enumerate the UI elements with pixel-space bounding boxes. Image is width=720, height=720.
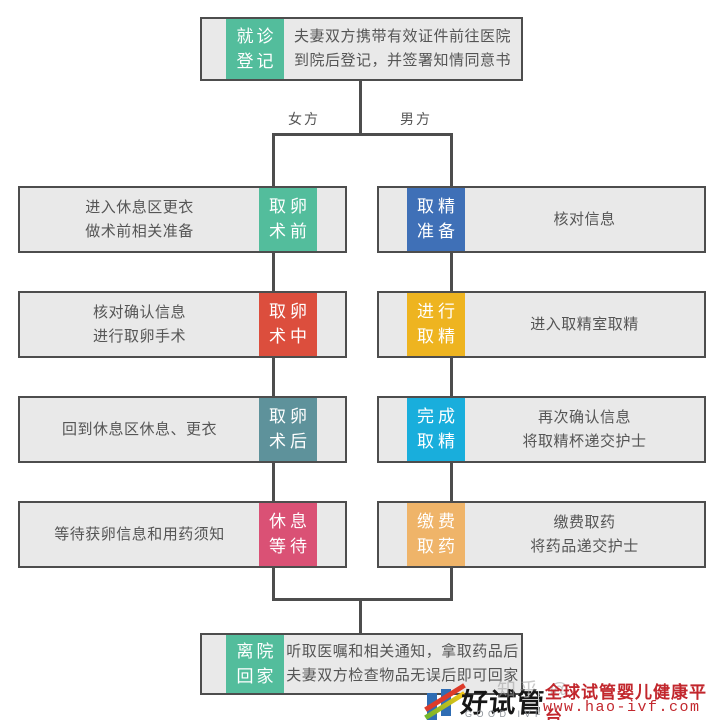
branch-label-male: 男方	[400, 111, 432, 127]
connector-line	[359, 81, 362, 134]
flow-box-registration: 就诊 登记 夫妻双方携带有效证件前往医院 到院后登记，并签署知情同意书	[200, 17, 523, 81]
step-desc: 等待获卵信息和用药须知	[54, 525, 225, 543]
step-desc: 核对信息	[553, 210, 616, 228]
good-ivf-logo-icon	[424, 683, 466, 720]
brand-subtitle: GOOD IVF	[465, 709, 546, 719]
step-tag: 进行 取精	[407, 293, 465, 356]
flow-box-egg-pre: 进入休息区更衣 做术前相关准备 取卵 术前	[18, 186, 347, 253]
connector-line	[359, 598, 362, 635]
step-tag: 取卵 术前	[259, 188, 317, 251]
step-desc: 核对确认信息 进行取卵手术	[92, 304, 186, 345]
flow-box-egg-mid: 核对确认信息 进行取卵手术 取卵 术中	[18, 291, 347, 358]
step-tag-discharge: 离院 回家	[226, 635, 284, 693]
tag-spacer	[317, 188, 345, 251]
connector-line	[450, 253, 453, 291]
step-desc: 进入取精室取精	[530, 315, 639, 333]
flow-box-discharge: 离院 回家 听取医嘱和相关通知，拿取药品后 夫妻双方检查物品无误后即可回家	[200, 633, 523, 695]
step-desc: 回到休息区休息、更衣	[61, 420, 217, 438]
step-tag: 完成 取精	[407, 398, 465, 461]
connector-line	[450, 133, 453, 186]
logo-divider	[538, 691, 539, 714]
connector-line	[272, 598, 453, 601]
connector-line	[272, 253, 275, 291]
tag-spacer	[379, 188, 407, 251]
tag-spacer	[317, 503, 345, 566]
flow-box-sperm-done: 完成 取精 再次确认信息 将取精杯递交护士	[377, 396, 706, 463]
step-tag: 取卵 术后	[259, 398, 317, 461]
step-tag-registration: 就诊 登记	[226, 19, 284, 79]
flow-box-rest-wait: 等待获卵信息和用药须知 休息 等待	[18, 501, 347, 568]
brand-slogan: 全球试管婴儿健康平台	[545, 683, 707, 720]
brand-url: www.hao-ivf.com	[543, 699, 701, 716]
tag-spacer	[379, 503, 407, 566]
step-desc-registration: 夫妻双方携带有效证件前往医院 到院后登记，并签署知情同意书	[293, 28, 511, 69]
zhihu-watermark: 知乎 @	[497, 680, 572, 701]
step-tag: 取卵 术中	[259, 293, 317, 356]
step-tag: 缴费 取药	[407, 503, 465, 566]
tag-spacer	[379, 398, 407, 461]
step-tag: 休息 等待	[259, 503, 317, 566]
flow-box-pay-medicine: 缴费 取药 缴费取药 将药品递交护士	[377, 501, 706, 568]
tag-spacer	[317, 398, 345, 461]
branch-label-female: 女方	[288, 111, 320, 127]
tag-spacer	[379, 293, 407, 356]
connector-line	[450, 568, 453, 600]
flow-box-egg-post: 回到休息区休息、更衣 取卵 术后	[18, 396, 347, 463]
connector-line	[450, 463, 453, 501]
connector-line	[272, 133, 453, 136]
flow-box-sperm-collect: 进行 取精 进入取精室取精	[377, 291, 706, 358]
step-desc-discharge: 听取医嘱和相关通知，拿取药品后 夫妻双方检查物品无误后即可回家	[286, 643, 519, 684]
flow-box-sperm-prep: 取精 准备 核对信息	[377, 186, 706, 253]
step-desc: 缴费取药 将药品递交护士	[530, 514, 639, 555]
step-desc: 进入休息区更衣 做术前相关准备	[85, 199, 194, 240]
step-tag: 取精 准备	[407, 188, 465, 251]
connector-line	[450, 358, 453, 396]
connector-line	[272, 358, 275, 396]
connector-line	[272, 133, 275, 186]
connector-line	[272, 568, 275, 600]
tag-spacer	[317, 293, 345, 356]
step-desc: 再次确认信息 将取精杯递交护士	[522, 409, 647, 450]
connector-line	[272, 463, 275, 501]
